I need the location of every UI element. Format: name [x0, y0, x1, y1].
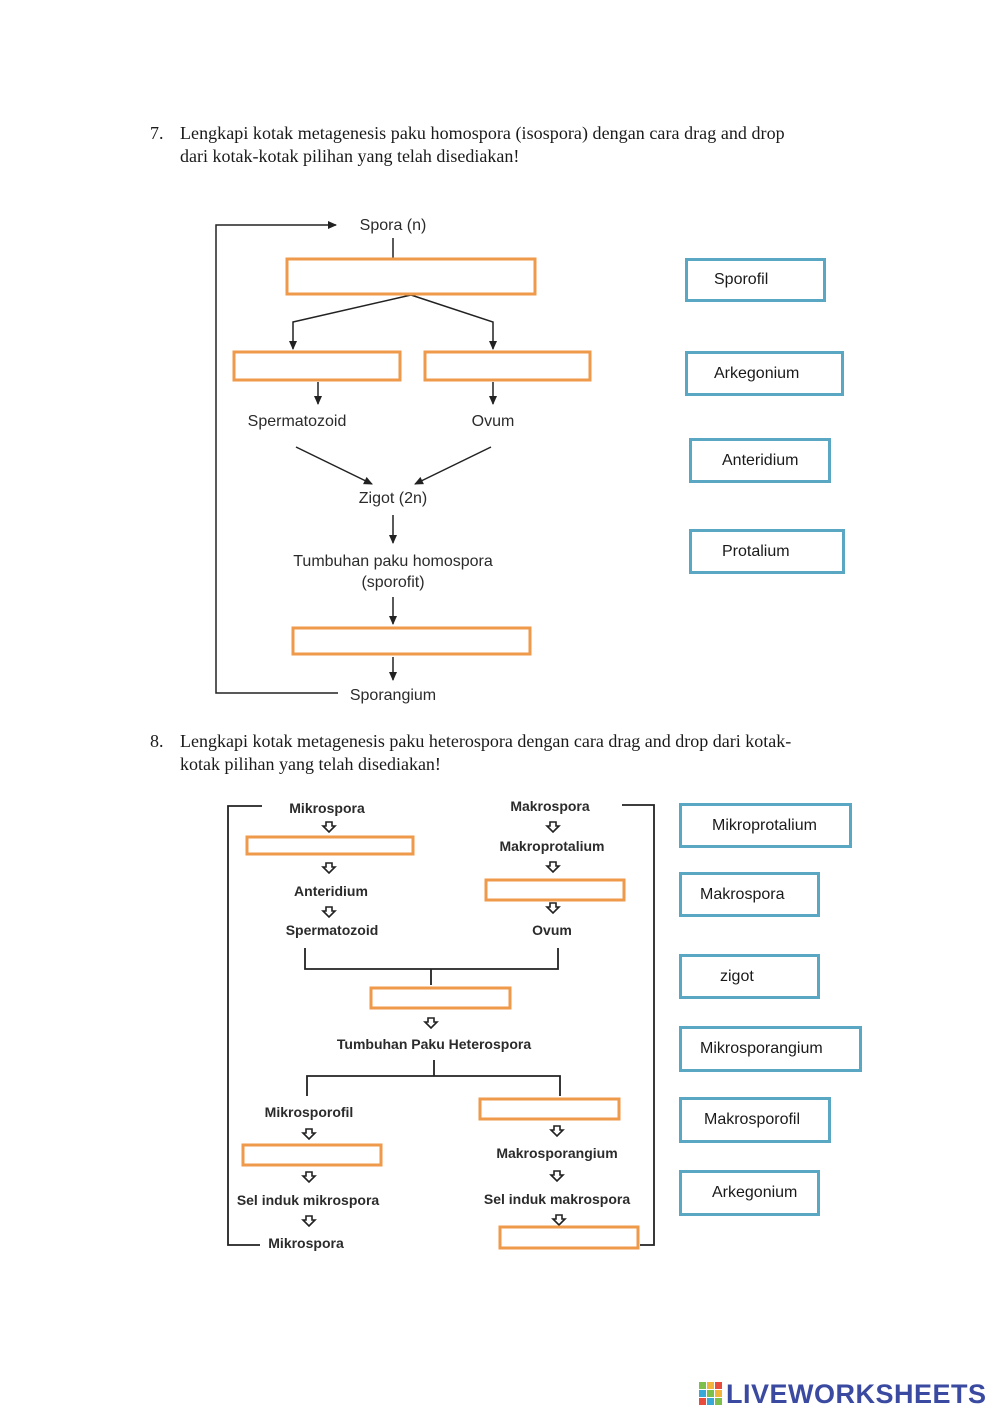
question-7-line-1: Lengkapi kotak metagenesis paku homospor…	[180, 123, 785, 143]
option-q8-makrosporofil[interactable]: Makrosporofil	[679, 1097, 831, 1143]
label-makrospora-top: Makrospora	[510, 798, 590, 814]
question-7-text: Lengkapi kotak metagenesis paku homospor…	[180, 122, 878, 168]
question-8-number: 8.	[150, 731, 164, 751]
option-q8-mikrosporangium[interactable]: Mikrosporangium	[679, 1026, 862, 1072]
option-label: Mikrosporangium	[700, 1040, 823, 1057]
label-makroprotalium: Makroprotalium	[499, 838, 604, 854]
option-q8-arkegonium[interactable]: Arkegonium	[679, 1170, 820, 1216]
label-ovum-8: Ovum	[532, 922, 572, 938]
hollow-arrows	[301, 821, 567, 1228]
label-sel-induk-makrospora: Sel induk makrospora	[484, 1191, 630, 1207]
option-label: zigot	[720, 967, 754, 985]
question-7: 7. Lengkapi kotak metagenesis paku homos…	[150, 122, 880, 172]
logo-icon	[699, 1382, 722, 1405]
dropzone-q8-5[interactable]	[241, 1143, 383, 1167]
label-makrosporangium: Makrosporangium	[496, 1145, 617, 1161]
option-q7-sporofil[interactable]: Sporofil	[685, 258, 826, 302]
label-spora: Spora (n)	[360, 217, 427, 234]
dropzone-q7-4[interactable]	[291, 626, 532, 656]
dropzone-q8-4[interactable]	[478, 1097, 621, 1121]
liveworksheets-logo: LIVEWORKSHEETS	[698, 1378, 987, 1410]
bracket-lines	[227, 804, 655, 1246]
label-sel-induk-mikrospora: Sel induk mikrospora	[237, 1192, 380, 1208]
option-label: Makrospora	[700, 885, 785, 903]
label-zigot: Zigot (2n)	[359, 490, 427, 507]
option-label: Arkegonium	[712, 1184, 798, 1201]
label-spermatozoid-8: Spermatozoid	[286, 922, 379, 938]
option-label: Protalium	[722, 542, 790, 560]
option-q7-anteridium[interactable]: Anteridium	[689, 438, 831, 483]
question-8-text: Lengkapi kotak metagenesis paku heterosp…	[180, 730, 878, 776]
label-tumbuhan-heterospora: Tumbuhan Paku Heterospora	[337, 1036, 531, 1052]
option-label: Arkegonium	[714, 364, 800, 382]
dropzone-q7-1[interactable]	[285, 257, 537, 296]
question-8-line-1: Lengkapi kotak metagenesis paku heterosp…	[180, 731, 792, 751]
option-q8-zigot[interactable]: zigot	[679, 954, 820, 999]
flow-arrows	[289, 238, 497, 681]
option-label: Mikroprotalium	[712, 816, 817, 834]
question-8: 8. Lengkapi kotak metagenesis paku heter…	[150, 730, 880, 780]
label-mikrospora-bottom: Mikrospora	[268, 1235, 344, 1251]
dropzone-q8-2[interactable]	[484, 878, 626, 902]
label-sporofit: (sporofit)	[361, 574, 424, 591]
label-ovum: Ovum	[472, 413, 515, 430]
label-mikrospora-top: Mikrospora	[289, 800, 365, 816]
cycle-loop-line	[215, 221, 338, 694]
dropzone-q7-2[interactable]	[232, 350, 402, 382]
question-7-number: 7.	[150, 123, 164, 143]
label-spermatozoid: Spermatozoid	[248, 413, 347, 430]
option-q8-makrospora[interactable]: Makrospora	[679, 872, 820, 917]
dropzone-q8-1[interactable]	[245, 835, 415, 856]
question-7-line-2: dari kotak-kotak pilihan yang telah dise…	[180, 146, 520, 166]
dropzone-q8-3[interactable]	[369, 986, 512, 1010]
label-tumbuhan-homospora: Tumbuhan paku homospora	[293, 553, 493, 570]
option-q7-protalium[interactable]: Protalium	[689, 529, 845, 574]
option-label: Anteridium	[722, 451, 799, 469]
label-mikrosporofil: Mikrosporofil	[265, 1104, 354, 1120]
option-q7-arkegonium[interactable]: Arkegonium	[685, 351, 844, 396]
logo-text: LIVEWORKSHEETS	[726, 1378, 987, 1409]
label-sporangium: Sporangium	[350, 687, 436, 704]
question-8-line-2: kotak pilihan yang telah disediakan!	[180, 754, 441, 774]
dropzone-q7-3[interactable]	[423, 350, 592, 382]
label-anteridium: Anteridium	[294, 883, 368, 899]
option-q8-mikroprotalium[interactable]: Mikroprotalium	[679, 803, 852, 848]
option-label: Sporofil	[714, 271, 769, 288]
option-label: Makrosporofil	[704, 1111, 801, 1128]
diagram-heterospora: Mikrospora Makrospora Makroprotalium Ant…	[227, 798, 655, 1251]
dropzone-q8-6[interactable]	[498, 1225, 640, 1250]
